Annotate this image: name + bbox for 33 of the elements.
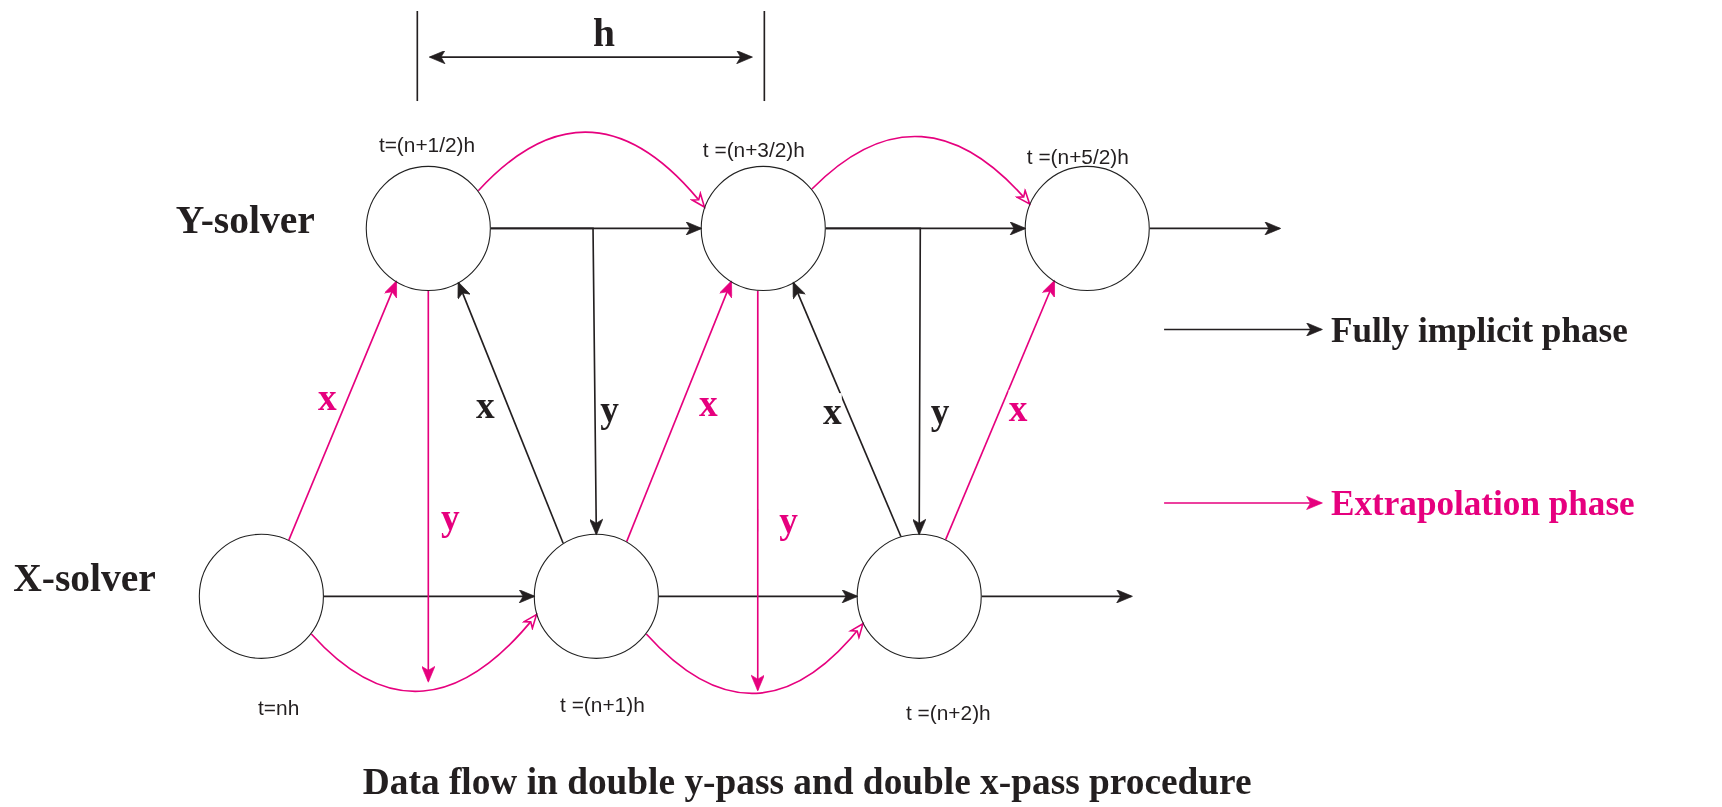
time-label: t =(n+5/2)h: [1026, 146, 1129, 167]
arrow: [811, 135, 1031, 205]
arrow: [323, 589, 536, 604]
arrow: [457, 281, 564, 545]
arrow: [750, 289, 765, 692]
time-label: t=(n+1/2)h: [378, 134, 476, 155]
circle-node: [700, 165, 826, 291]
dimension-label: h: [593, 13, 615, 53]
circle-node: [533, 533, 659, 659]
row-label: Y-solver: [175, 199, 315, 240]
arrow: [1149, 221, 1282, 236]
time-label: t =(n+1)h: [560, 694, 645, 715]
caption: Data flow in double y-pass and double x-pass procedure: [362, 763, 1252, 801]
arrow: [490, 227, 604, 536]
arrow: [645, 622, 864, 695]
time-label: t =(n+2)h: [906, 702, 991, 724]
circle-node: [365, 165, 491, 291]
time-label: t=nh: [258, 697, 300, 719]
row-label: X-solver: [13, 557, 156, 598]
arrow: [625, 280, 733, 543]
arrow: [980, 589, 1133, 604]
arrow: [658, 589, 859, 604]
time-label: t =(n+3/2)h: [702, 139, 805, 161]
arrow: [310, 613, 538, 692]
circle-node: [198, 533, 324, 659]
arrow: [944, 279, 1055, 541]
legend-label: Extrapolation phase: [1331, 485, 1635, 521]
legend-label: Fully implicit phase: [1331, 311, 1628, 348]
arrow: [825, 227, 927, 536]
arrow: [792, 281, 902, 538]
arrow: [477, 131, 706, 208]
arrow: [288, 280, 397, 541]
arrow: [421, 290, 436, 683]
